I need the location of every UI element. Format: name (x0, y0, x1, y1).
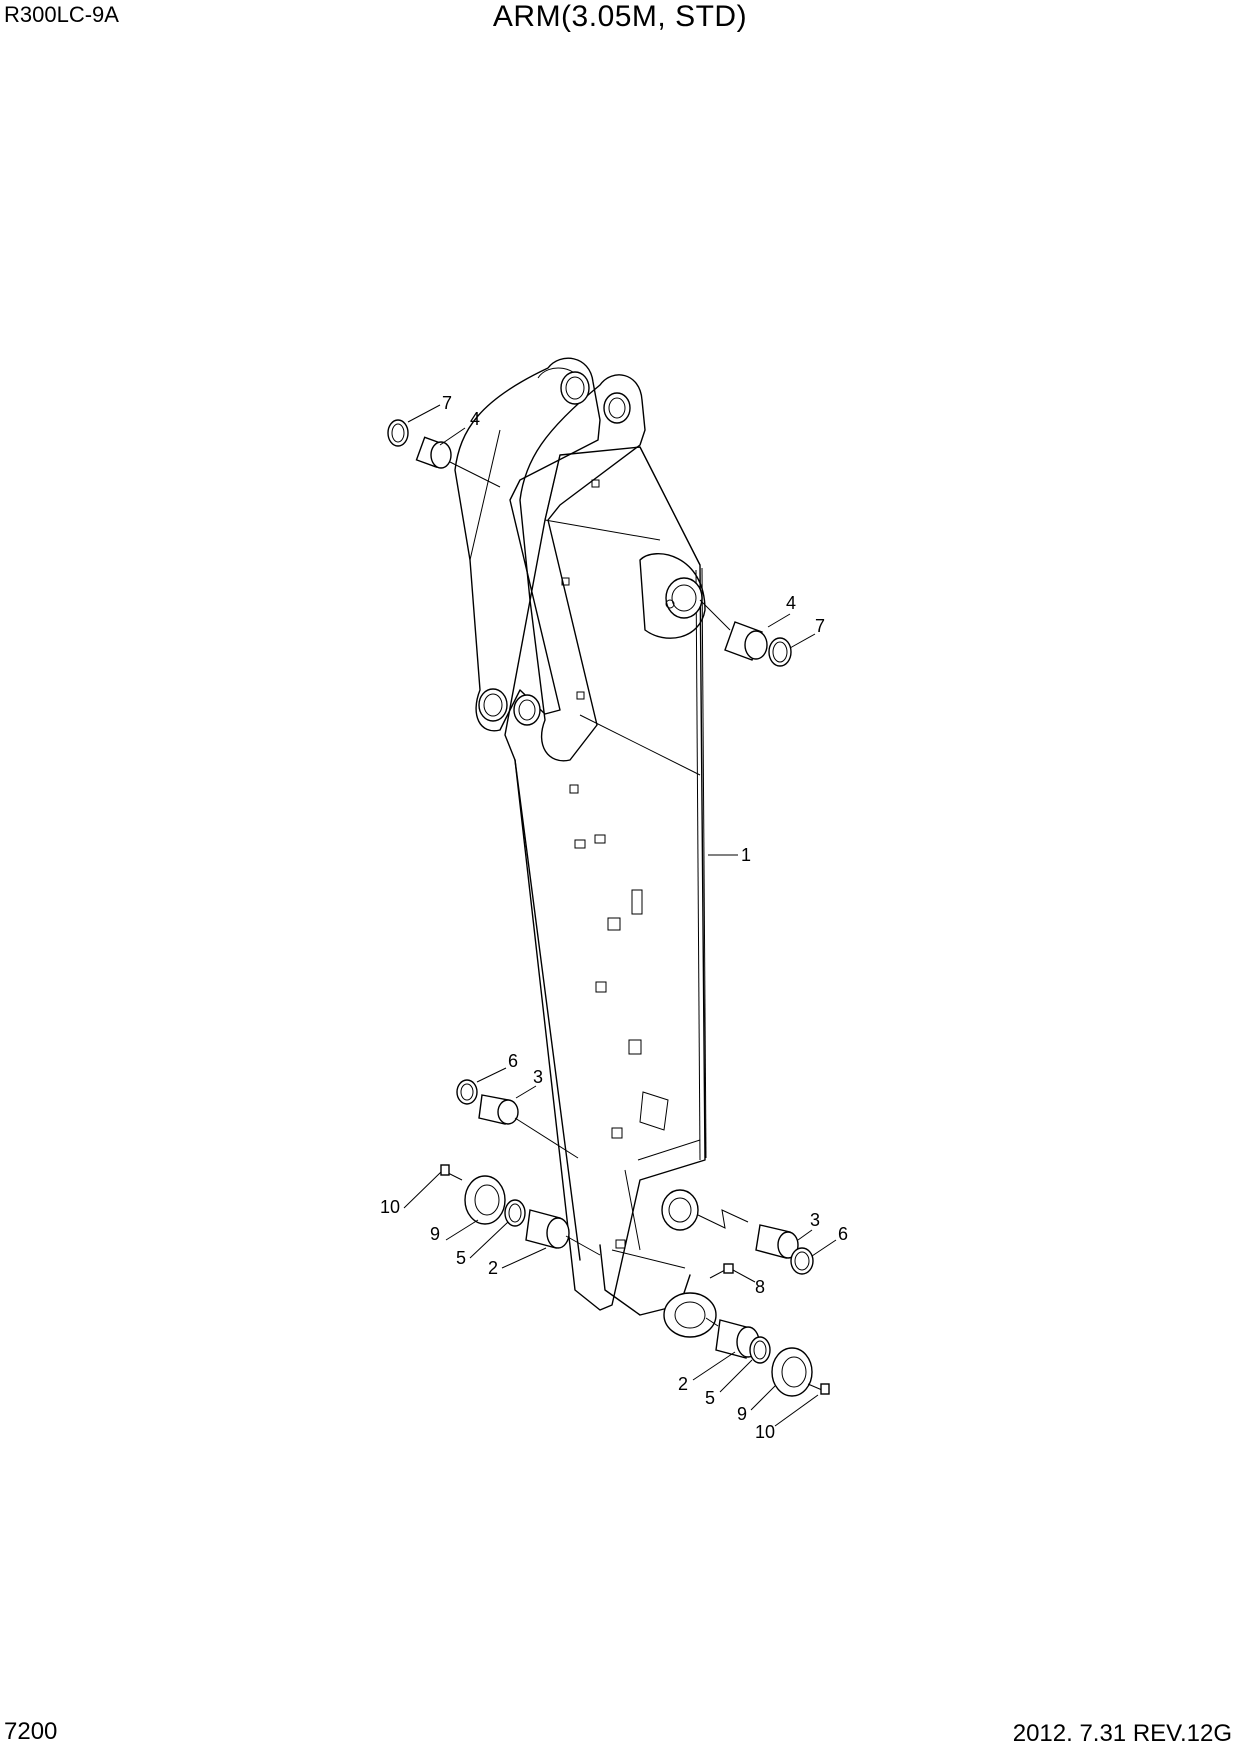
bushing-3-left (478, 1094, 519, 1125)
callout-1: 1 (741, 845, 751, 865)
bushing-4-top-left (415, 436, 452, 469)
callout-9: 9 (430, 1224, 440, 1244)
bolt-10-left (440, 1164, 463, 1181)
callout-7: 7 (815, 616, 825, 636)
arm-body (454, 357, 717, 1338)
bushing-3-right (755, 1224, 799, 1259)
callout-8: 8 (755, 1277, 765, 1297)
callout-3: 3 (810, 1210, 820, 1230)
callout-6: 6 (838, 1224, 848, 1244)
ring-6-left (456, 1079, 478, 1105)
bolt-10-right (807, 1383, 830, 1395)
callout-10: 10 (755, 1422, 775, 1442)
callout-7: 7 (442, 393, 452, 413)
ring-7-top-left (387, 419, 409, 447)
callout-6: 6 (508, 1051, 518, 1071)
ring-5-left (504, 1199, 526, 1227)
callout-4: 4 (786, 593, 796, 613)
callout-3: 3 (533, 1067, 543, 1087)
callout-5: 5 (705, 1388, 715, 1408)
revision-date: 2012. 7.31 REV.12G (1012, 1720, 1232, 1747)
callout-2: 2 (678, 1374, 688, 1394)
model-name: R300LC-9A (4, 2, 119, 27)
callout-2: 2 (488, 1258, 498, 1278)
page-number: 7200 (4, 1718, 58, 1745)
callout-5: 5 (456, 1248, 466, 1268)
callout-9: 9 (737, 1404, 747, 1424)
bushing-4-top-right (724, 621, 768, 661)
bushing-2-right (715, 1319, 760, 1359)
plate-9-right (771, 1347, 813, 1397)
ring-6-right (790, 1247, 814, 1275)
plate-9-left (464, 1175, 506, 1225)
page-title: ARM(3.05M, STD) (492, 0, 748, 33)
callout-10: 10 (380, 1197, 400, 1217)
grease-fitting-8 (709, 1263, 734, 1279)
ring-5-right (749, 1336, 771, 1364)
callout-4: 4 (470, 409, 480, 429)
bushing-2-left (525, 1209, 570, 1249)
